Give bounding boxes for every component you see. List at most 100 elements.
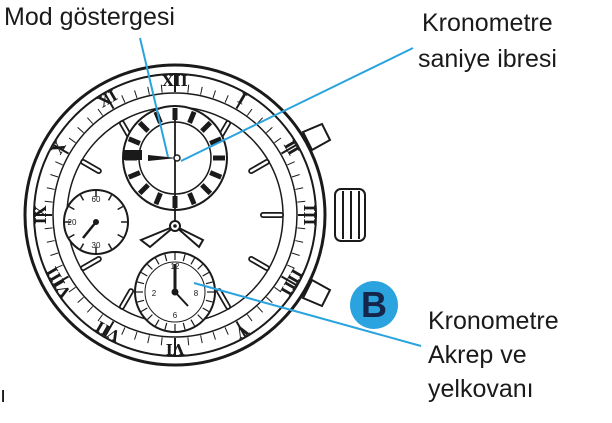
bezel-tick [53,144,69,155]
bezel-tick [281,275,297,286]
bezel-tick [147,86,150,95]
bezel-tick [235,93,246,109]
subdial-tick [137,183,150,196]
rehaut-ring [52,92,298,338]
bottom-subdial-label-8: 8 [194,289,199,298]
left-subdial-label-top: 60 [92,195,101,204]
roman-numeral: III [300,204,318,225]
hour-index-highlight [120,289,133,309]
subdial-tick [79,194,85,201]
subdial-tick [146,314,153,321]
pusher-top [301,122,332,152]
subdial-tick [137,120,150,133]
subdial-tick [200,183,213,196]
bezel-tick [281,144,297,155]
bezel-tick [274,137,282,144]
subdial-tick [190,319,196,327]
subdial-tick [202,271,210,277]
subdial-tick [137,299,145,303]
bezel-tick [46,187,55,190]
bottom-subdial-label-6: 6 [173,311,178,320]
bezel-tick [50,174,59,178]
bezel-tick [212,331,216,340]
bezel-tick [224,327,229,335]
callout-lines [139,37,422,347]
subdial-tick [197,314,204,321]
bezel-tick [200,86,203,95]
subdial-tick [154,257,160,265]
subdial-tick [197,263,204,270]
bezel-tick [121,327,126,335]
badge-b: B [350,281,398,329]
bezel-tick [86,306,94,313]
hour-index-highlight [81,257,101,270]
subdial-tick [127,170,141,180]
case-inner-ring [33,73,317,357]
bezel-tick [121,95,126,103]
bezel-tick [86,117,94,124]
bezel-tick [97,314,104,322]
bezel-tick [297,227,306,230]
subdial-tick [146,263,153,270]
chrono-second-label-line1: Kronometre [422,9,553,37]
bezel-tick [44,227,53,230]
bezel-tick [295,240,304,243]
bezel-tick [46,240,55,243]
subdial-tick [187,192,197,206]
bezel-tick [104,93,115,109]
bezel-tick [134,90,138,99]
callout-chrono-second [180,47,414,162]
bezel-tick [97,108,104,116]
bezel-tick [160,337,163,346]
pusher-bottom [301,278,332,308]
bezel-tick [187,84,190,93]
roman-numeral: VI [166,340,186,358]
bezel-tick [55,264,63,269]
subdial-tick [182,322,186,330]
bezel-tick [104,321,115,337]
left-subdial-label-bottom: 30 [92,241,101,250]
bezel-tick [224,95,229,103]
subdial-tick [187,110,197,124]
hour-index-highlight [249,160,269,173]
subdial-tick [68,233,75,239]
cropped-text-fragment: ı [0,382,7,407]
bezel-tick [187,337,190,346]
bezel-tick [147,335,150,344]
bezel-minute-marks [35,75,315,355]
subdial-tick [127,136,141,146]
left-subdial: 60 30 20 [63,189,129,255]
subdial-tick [137,281,145,285]
bezel-tick [68,286,76,293]
subdial-tick [205,299,213,303]
subdial-tick [107,194,113,201]
bezel-tick [256,306,264,313]
roman-numeral: XII [162,72,188,90]
bezel-tick [200,335,203,344]
bezel-tick [266,126,273,134]
subdial-tick [140,271,148,277]
subdial-tick [164,322,168,330]
bezel-tick [287,264,295,269]
subdial-tick [200,120,213,133]
subdial-tick [117,233,124,239]
bezel-tick [77,296,84,304]
subdial-tick [182,254,186,262]
subdial-tick [153,192,163,206]
subdial-tick [68,205,75,211]
subdial-tick [205,281,213,285]
bezel-tick [291,174,300,178]
subdial-tick [140,307,148,313]
bezel-tick [68,137,76,144]
callout-chrono-hour [193,282,422,347]
bezel-tick [134,331,138,340]
mode-hand [148,154,181,162]
subdial-tick [209,136,223,146]
subdial-tick [209,170,223,180]
bezel-tick [212,90,216,99]
hour-index-highlight [217,289,230,309]
bezel-tick [77,126,84,134]
bezel-tick [44,200,53,203]
bezel-tick [50,252,59,256]
